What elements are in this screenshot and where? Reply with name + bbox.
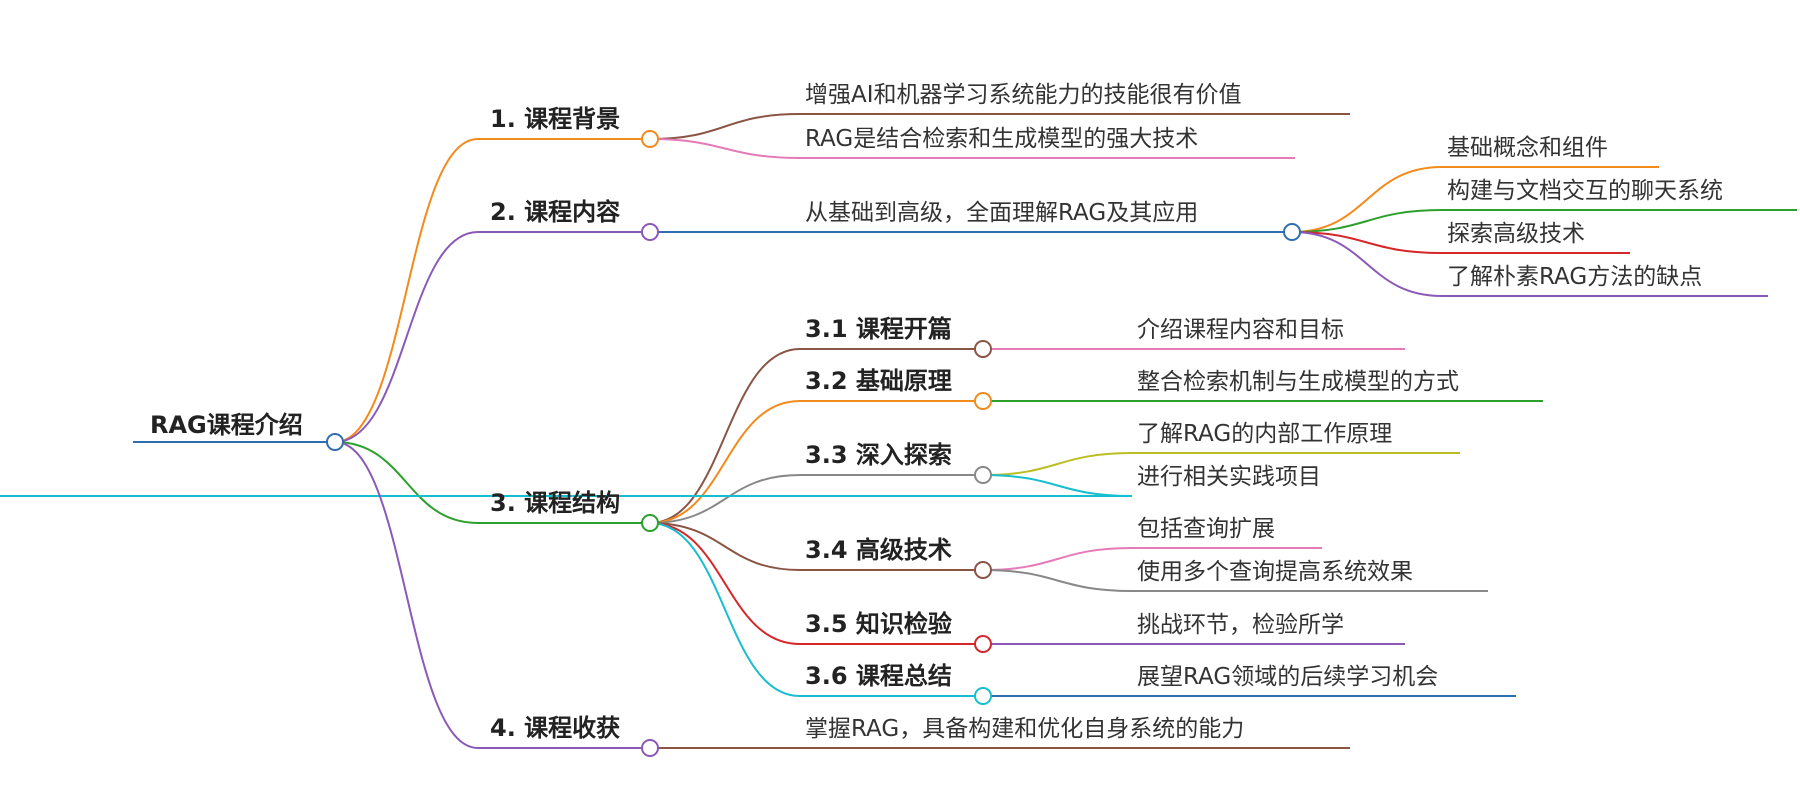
branch-2-child-1-leaf-4-connector xyxy=(1291,231,1443,297)
branch-3-sub-6-leaf-1-label: 展望RAG领域的后续学习机会 xyxy=(1137,664,1438,690)
branch-3-sub-3-leaf-2-label: 进行相关实践项目 xyxy=(1137,464,1321,490)
branch-2-child-1-leaf-2-connector xyxy=(1291,209,1443,233)
branch-1-connector xyxy=(334,138,479,443)
branch-4-node[interactable] xyxy=(641,739,659,757)
branch-3-sub-6-label: 3.6 课程总结 xyxy=(805,662,952,690)
branch-3-sub-5-connector xyxy=(649,522,801,645)
branch-1-child-1-label: 增强AI和机器学习系统能力的技能很有价值 xyxy=(805,82,1242,108)
branch-3-label: 3. 课程结构 xyxy=(490,489,620,517)
root-label: RAG课程介绍 xyxy=(150,411,303,439)
branch-4-connector xyxy=(334,441,479,749)
branch-3-sub-3-leaf-1-connector xyxy=(982,452,1133,476)
branch-2-node[interactable] xyxy=(641,223,659,241)
branch-2-child-1-leaf-3-connector xyxy=(1291,231,1443,254)
branch-3-sub-4-connector xyxy=(649,522,801,571)
branch-3-sub-2-leaf-1-label: 整合检索机制与生成模型的方式 xyxy=(1137,369,1459,395)
branch-2-child-1-leaf-1-label: 基础概念和组件 xyxy=(1447,135,1608,161)
branch-3-sub-5-leaf-1-label: 挑战环节，检验所学 xyxy=(1137,612,1344,638)
branch-2-child-1-node[interactable] xyxy=(1283,223,1301,241)
branch-3-sub-6-node[interactable] xyxy=(974,687,992,705)
mindmap-nodes xyxy=(326,130,1301,757)
branch-2-child-1-leaf-1-connector xyxy=(1291,166,1443,233)
branch-3-sub-4-leaf-1-label: 包括查询扩展 xyxy=(1137,516,1275,542)
branch-3-sub-5-label: 3.5 知识检验 xyxy=(805,610,952,638)
root-node[interactable] xyxy=(326,433,344,451)
branch-3-sub-1-label: 3.1 课程开篇 xyxy=(805,315,952,343)
branch-3-node[interactable] xyxy=(641,514,659,532)
branch-2-connector xyxy=(334,231,479,443)
branch-2-child-1-leaf-2-label: 构建与文档交互的聊天系统 xyxy=(1447,178,1723,204)
branch-3-sub-3-connector xyxy=(649,474,801,524)
branch-3-sub-1-connector xyxy=(649,348,801,524)
branch-3-sub-6-connector xyxy=(649,522,801,697)
branch-3-sub-4-label: 3.4 高级技术 xyxy=(805,536,952,564)
branch-3-sub-5-node[interactable] xyxy=(974,635,992,653)
branch-3-sub-2-node[interactable] xyxy=(974,392,992,410)
mindmap-labels: RAG课程介绍 1. 课程背景 增强AI和机器学习系统能力的技能很有价值 RAG是结合… xyxy=(150,82,1723,742)
branch-3-sub-3-node[interactable] xyxy=(974,466,992,484)
branch-3-sub-2-label: 3.2 基础原理 xyxy=(805,367,952,395)
branch-1-label: 1. 课程背景 xyxy=(490,105,620,133)
branch-2-child-1-label: 从基础到高级，全面理解RAG及其应用 xyxy=(805,200,1198,226)
branch-4-label: 4. 课程收获 xyxy=(490,714,620,742)
mindmap-connectors xyxy=(0,113,1797,749)
branch-3-connector xyxy=(334,441,479,524)
branch-3-sub-4-node[interactable] xyxy=(974,561,992,579)
branch-3-sub-1-leaf-1-label: 介绍课程内容和目标 xyxy=(1137,317,1344,343)
branch-1-child-2-connector xyxy=(649,138,801,159)
branch-3-sub-3-leaf-2-connector xyxy=(982,474,1133,497)
branch-4-child-1-label: 掌握RAG，具备构建和优化自身系统的能力 xyxy=(805,716,1244,742)
branch-3-sub-4-leaf-1-connector xyxy=(982,547,1133,571)
branch-3-sub-1-node[interactable] xyxy=(974,340,992,358)
branch-3-sub-4-leaf-2-label: 使用多个查询提高系统效果 xyxy=(1137,559,1413,585)
branch-3-sub-3-leaf-1-label: 了解RAG的内部工作原理 xyxy=(1137,421,1392,447)
branch-1-child-1-connector xyxy=(649,113,801,140)
branch-3-sub-2-connector xyxy=(649,400,801,524)
branch-1-node[interactable] xyxy=(641,130,659,148)
branch-3-sub-4-leaf-2-connector xyxy=(982,569,1133,592)
branch-2-label: 2. 课程内容 xyxy=(490,198,620,226)
branch-3-sub-3-label: 3.3 深入探索 xyxy=(805,441,952,469)
branch-2-child-1-leaf-4-label: 了解朴素RAG方法的缺点 xyxy=(1447,264,1702,290)
branch-1-child-2-label: RAG是结合检索和生成模型的强大技术 xyxy=(805,126,1198,152)
branch-2-child-1-leaf-3-label: 探索高级技术 xyxy=(1447,221,1585,247)
